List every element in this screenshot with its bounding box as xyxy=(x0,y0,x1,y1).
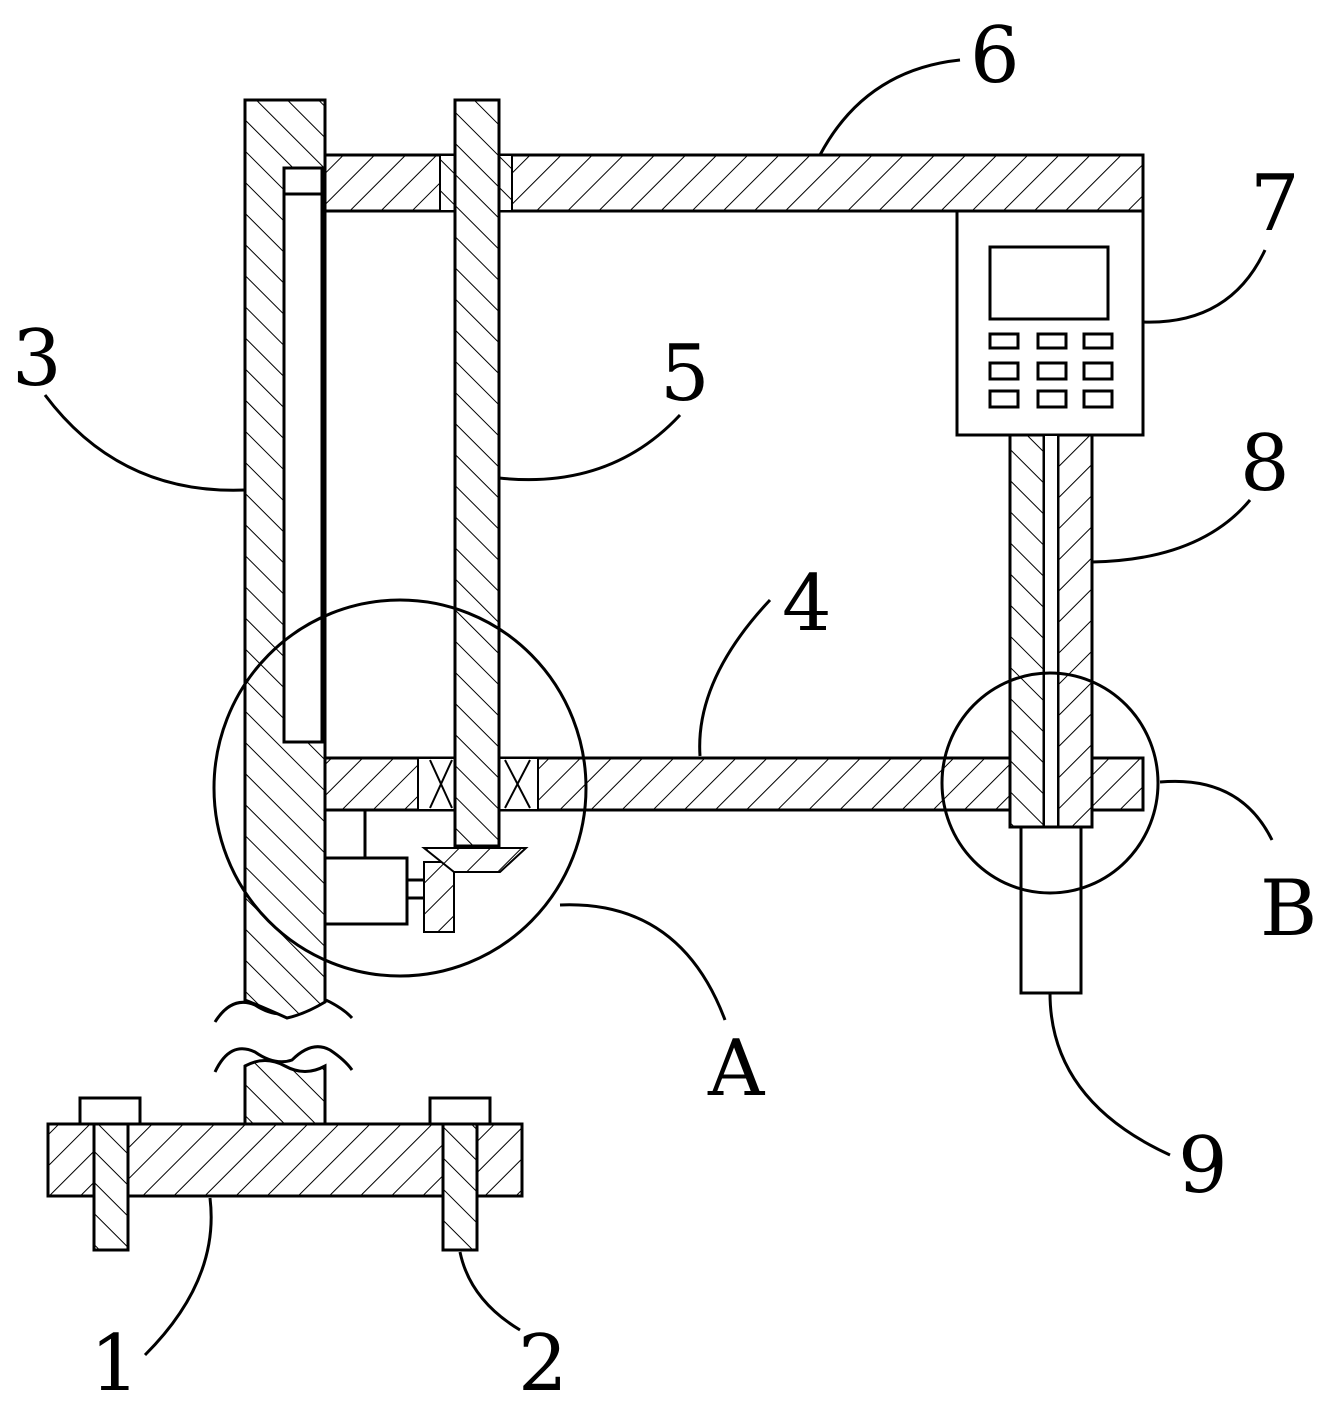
detail-circle-a xyxy=(212,598,588,978)
label-9: 9 xyxy=(1178,1121,1228,1211)
leader-5 xyxy=(498,413,682,482)
tube xyxy=(1008,433,1094,829)
controller-keypad xyxy=(988,332,1114,409)
label-2: 2 xyxy=(518,1319,568,1406)
detail-circle-b xyxy=(940,671,1160,895)
controller-box xyxy=(955,209,1145,437)
label-8: 8 xyxy=(1240,419,1290,509)
break-line-lower xyxy=(213,1045,354,1073)
leader-2 xyxy=(458,1251,521,1332)
controller-screen xyxy=(988,245,1110,321)
leader-b xyxy=(1159,779,1274,841)
label-4: 4 xyxy=(782,559,832,649)
probe xyxy=(1019,825,1083,995)
label-b: B xyxy=(1260,864,1317,954)
screw-rod xyxy=(453,98,501,848)
leader-3 xyxy=(43,394,246,492)
leader-6 xyxy=(818,58,961,156)
leader-4 xyxy=(698,598,772,757)
top-arm xyxy=(323,153,1145,213)
label-3: 3 xyxy=(12,314,62,404)
slot-cap xyxy=(282,166,324,196)
leader-7 xyxy=(1142,249,1267,324)
label-1: 1 xyxy=(90,1319,140,1406)
leader-a xyxy=(559,903,727,1021)
bolt-right xyxy=(428,1096,492,1252)
leader-9 xyxy=(1048,992,1171,1157)
leader-1 xyxy=(143,1197,213,1357)
leader-8 xyxy=(1091,499,1252,564)
bolt-left xyxy=(78,1096,142,1252)
column-lower xyxy=(243,1059,327,1126)
label-5: 5 xyxy=(660,329,710,419)
motor-assembly xyxy=(323,810,529,933)
label-a: A xyxy=(707,1024,766,1114)
label-6: 6 xyxy=(970,11,1020,101)
column-slot xyxy=(282,166,324,744)
label-7: 7 xyxy=(1250,159,1300,249)
